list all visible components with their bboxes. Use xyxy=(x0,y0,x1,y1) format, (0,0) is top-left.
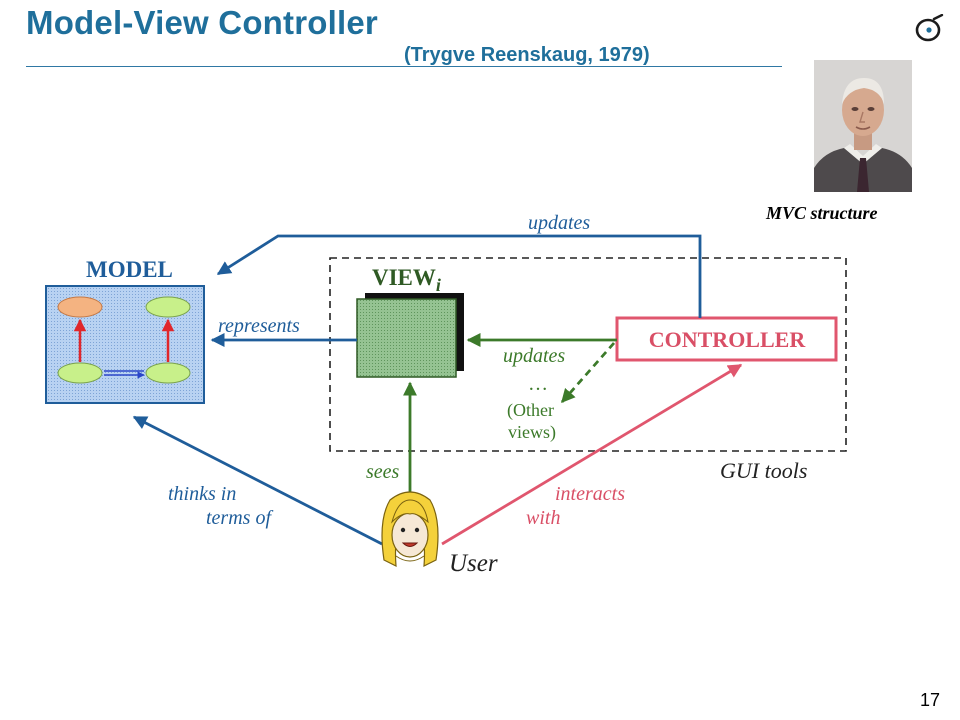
label-thinks-in: thinks in xyxy=(168,483,236,505)
user-face-icon xyxy=(381,491,439,568)
label-sees: sees xyxy=(366,461,400,483)
mvc-caption: MVC structure xyxy=(766,203,878,223)
view-label: VIEWi xyxy=(372,265,441,295)
label-other-views-2: views) xyxy=(508,422,556,443)
model-label: MODEL xyxy=(86,257,173,282)
model-object-green-1 xyxy=(145,296,191,318)
label-ellipsis: … xyxy=(528,373,548,395)
label-updates-view: updates xyxy=(503,345,565,367)
label-updates-model: updates xyxy=(528,212,590,234)
label-with: with xyxy=(526,507,560,529)
label-represents: represents xyxy=(218,315,300,337)
controller-label: CONTROLLER xyxy=(649,327,807,352)
view-box xyxy=(356,293,464,378)
page-number: 17 xyxy=(919,690,940,710)
gui-tools-region xyxy=(329,257,847,452)
model-box xyxy=(45,285,205,404)
user-label: User xyxy=(449,550,498,577)
model-object-green-2 xyxy=(57,362,103,384)
model-object-green-3 xyxy=(145,362,191,384)
eiffel-logo-icon xyxy=(915,14,944,42)
arrow-interacts xyxy=(441,363,743,546)
model-object-orange xyxy=(57,296,103,318)
arrow-other-views xyxy=(560,342,616,404)
controller-box: CONTROLLER xyxy=(615,316,838,362)
gui-tools-label: GUI tools xyxy=(720,458,807,483)
label-other-views-1: (Other xyxy=(507,400,554,421)
label-terms-of: terms of xyxy=(206,507,273,529)
slide-subtitle: (Trygve Reenskaug, 1979) xyxy=(404,44,650,66)
portrait-photo xyxy=(814,60,912,192)
label-interacts: interacts xyxy=(555,483,625,505)
title-rule xyxy=(26,66,782,67)
slide-title: Model-View Controller xyxy=(26,4,378,41)
arrow-updates-model xyxy=(216,234,702,318)
arrow-thinks xyxy=(132,415,383,546)
